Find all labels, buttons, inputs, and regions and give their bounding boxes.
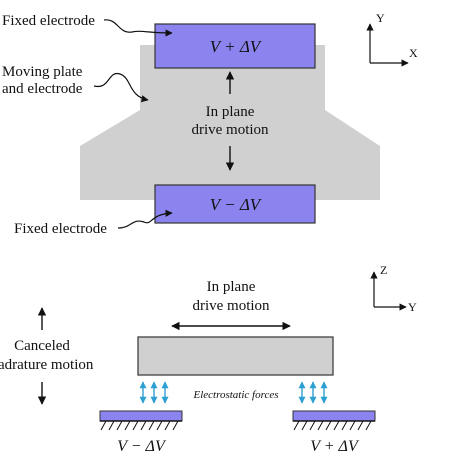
xy-axes: Y X (366, 11, 418, 67)
electrostatic-forces-label: Electrostatic forces (192, 389, 278, 401)
force-arrows-right (298, 381, 328, 404)
bottom-electrode-label: Fixed electrode (14, 221, 107, 237)
moving-plate (80, 45, 380, 200)
side-drive-motion-line1: In plane (207, 279, 256, 295)
moving-plate-side (137, 336, 334, 376)
top-view: V + ΔV V − ΔV Fixed electrode Moving pla… (2, 11, 418, 237)
top-electrode-leader (103, 19, 173, 37)
axis-y-label: Y (376, 11, 385, 25)
axis-z-label: Z (380, 263, 387, 277)
left-electrode-voltage: V − ΔV (117, 438, 167, 455)
axis-x-label: X (409, 46, 418, 60)
side-drive-motion-line2: drive motion (192, 298, 270, 314)
left-electrode-side (99, 410, 183, 422)
force-arrows-left (139, 381, 169, 404)
right-electrode-voltage: V + ΔV (310, 438, 360, 455)
top-electrode-voltage: V + ΔV (210, 37, 263, 56)
side-view: In plane drive motion Canceled adrature … (0, 263, 417, 455)
bottom-electrode-voltage: V − ΔV (210, 195, 263, 214)
bottom-fixed-electrode (154, 184, 316, 224)
moving-plate-label-line2: and electrode (2, 81, 83, 97)
right-ground-hatch (293, 420, 375, 431)
canceled-line2: adrature motion (0, 357, 94, 373)
axis-y-side-label: Y (408, 300, 417, 314)
left-ground-hatch (100, 420, 182, 431)
zy-axes: Z Y (370, 263, 417, 314)
top-electrode-label: Fixed electrode (2, 13, 95, 29)
moving-plate-leader (93, 72, 149, 103)
drive-motion-line1: In plane (206, 104, 255, 120)
canceled-line1: Canceled (14, 338, 70, 354)
top-fixed-electrode (154, 23, 316, 69)
right-electrode-side (292, 410, 376, 422)
bottom-electrode-leader (117, 209, 173, 229)
moving-plate-label-line1: Moving plate (2, 64, 83, 80)
drive-motion-line2: drive motion (191, 122, 269, 138)
